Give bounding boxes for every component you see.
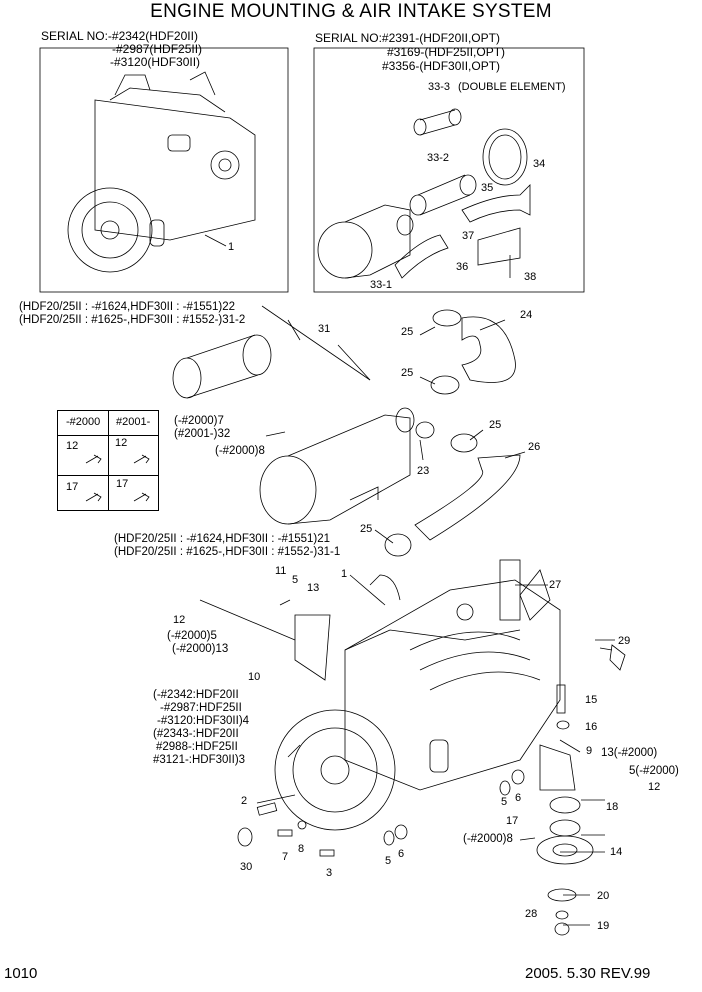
callout-25b: 25 <box>401 367 414 379</box>
bolt-icon <box>85 454 102 464</box>
leader-1a <box>204 234 227 247</box>
note-3-line3: #3121-:HDF30II)3 <box>153 754 246 766</box>
note-31-2: (HDF20/25II : #1625-,HDF30II : #1552-)31… <box>19 314 246 326</box>
note-5b: 5(-#2000) <box>629 765 679 777</box>
note-8b: (-#2000)8 <box>463 833 513 845</box>
revision-date: 2005. 5.30 REV.99 <box>525 965 651 982</box>
engine-main-drawing <box>274 559 561 831</box>
callout-20: 20 <box>597 890 610 902</box>
serial-left-1: SERIAL NO:-#2342(HDF20II) <box>41 29 198 43</box>
callout-25d: 25 <box>360 523 373 535</box>
callout-5b: 5 <box>501 796 508 808</box>
note-4-line2: -#2987:HDF25II <box>160 702 242 714</box>
engine-inset-drawing <box>67 71 256 273</box>
table-cell-r2c2: 17 <box>116 478 129 490</box>
callout-25c: 25 <box>489 419 502 431</box>
callout-35: 35 <box>481 182 494 194</box>
callout-11: 11 <box>275 565 287 577</box>
callout-10: 10 <box>248 671 261 683</box>
note-3-line2: #2988-:HDF25II <box>156 741 238 753</box>
serial-left-3: -#3120(HDF30II) <box>110 55 201 69</box>
callout-16: 16 <box>585 721 598 733</box>
callout-33-1: 33-1 <box>370 279 393 291</box>
callout-38: 38 <box>524 271 537 283</box>
callout-30: 30 <box>240 861 253 873</box>
callout-25a: 25 <box>401 326 414 338</box>
bolt-icon <box>85 492 102 502</box>
leader-lines <box>199 305 615 926</box>
callout-1a: 1 <box>228 241 235 253</box>
note-7: (-#2000)7 <box>174 415 224 427</box>
callout-1b: 1 <box>341 568 348 580</box>
callout-5a: 5 <box>292 574 299 586</box>
callout-28: 28 <box>525 908 538 920</box>
air-cleaner-main-drawing <box>172 309 521 557</box>
callout-3: 3 <box>326 867 333 879</box>
serial-right-1: SERIAL NO:#2391-(HDF20II,OPT) <box>315 31 500 45</box>
page-number: 1010 <box>4 965 38 982</box>
callout-12b: 12 <box>648 781 661 793</box>
serial-right-3: #3356-(HDF30II,OPT) <box>382 59 501 73</box>
table-cell-r1c2: 12 <box>115 437 128 449</box>
note-21: (HDF20/25II : -#1624,HDF30II : -#1551)21 <box>114 533 331 545</box>
callout-33-3: 33-3 <box>428 81 451 93</box>
callout-34: 34 <box>533 158 546 170</box>
callout-24: 24 <box>520 309 533 321</box>
callout-6b: 6 <box>398 848 405 860</box>
note-8a: (-#2000)8 <box>215 445 265 457</box>
inset-engine-box <box>39 47 289 293</box>
air-cleaner-inset-drawing <box>317 108 531 279</box>
callout-23: 23 <box>417 465 430 477</box>
serial-right-2: #3169-(HDF25II,OPT) <box>387 45 506 59</box>
bolt-icon <box>133 492 150 502</box>
callout-7: 7 <box>282 851 289 863</box>
callout-6a: 6 <box>515 792 522 804</box>
table-header-1: -#2000 <box>66 416 101 428</box>
note-22: (HDF20/25II : -#1624,HDF30II : -#1551)22 <box>19 301 236 313</box>
note-5a: (-#2000)5 <box>167 630 217 642</box>
note-4-line3: -#3120:HDF30II)4 <box>157 715 250 727</box>
callout-19: 19 <box>597 920 610 932</box>
bolt-icon <box>133 454 150 464</box>
callout-8: 8 <box>298 843 305 855</box>
callout-17: 17 <box>506 815 519 827</box>
note-13a: (-#2000)13 <box>172 643 229 655</box>
callout-29: 29 <box>618 635 631 647</box>
note-32: (#2001-)32 <box>174 428 231 440</box>
serial-left-2: -#2987(HDF25II) <box>112 42 203 56</box>
mount-parts-drawing <box>237 644 626 936</box>
callout-9: 9 <box>586 745 593 757</box>
note-4-line1: (-#2342:HDF20II <box>153 689 239 701</box>
table-cell-r2c1: 17 <box>66 481 79 493</box>
callout-31: 31 <box>318 323 331 335</box>
double-element-note: (DOUBLE ELEMENT) <box>458 81 566 93</box>
callout-12a: 12 <box>173 614 186 626</box>
inset-air-cleaner-box <box>313 47 585 293</box>
callout-14: 14 <box>610 846 623 858</box>
variant-table: -#2000 #2001- 12 12 17 17 <box>57 410 159 511</box>
callout-27: 27 <box>549 579 562 591</box>
note-3-line1: (#2343-:HDF20II <box>153 728 239 740</box>
callout-18: 18 <box>606 801 619 813</box>
page-title: ENGINE MOUNTING & AIR INTAKE SYSTEM <box>150 1 552 22</box>
note-31-1: (HDF20/25II : #1625-,HDF30II : #1552-)31… <box>114 546 341 558</box>
callout-5c: 5 <box>385 855 392 867</box>
callout-15: 15 <box>585 694 598 706</box>
callout-37: 37 <box>462 230 475 242</box>
callout-26: 26 <box>528 441 541 453</box>
callout-13: 13 <box>307 582 320 594</box>
table-cell-r1c1: 12 <box>66 440 79 452</box>
note-13b: 13(-#2000) <box>601 747 658 759</box>
table-header-2: #2001- <box>116 416 151 428</box>
callout-33-2: 33-2 <box>427 152 450 164</box>
callout-36: 36 <box>456 261 469 273</box>
callout-2: 2 <box>241 795 248 807</box>
